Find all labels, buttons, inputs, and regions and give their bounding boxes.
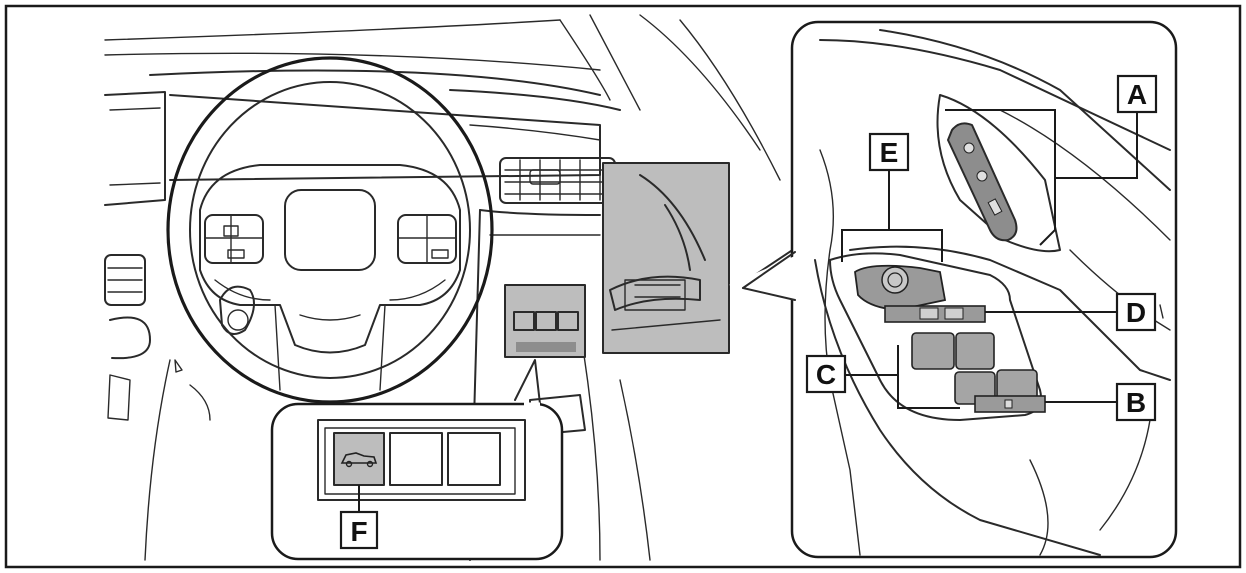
callout-label-a: A (1127, 79, 1147, 110)
door-switch-detail: A E D C B (792, 22, 1176, 557)
callout-label-d: D (1126, 297, 1146, 328)
steering-wheel (168, 58, 492, 402)
inset-f-panel: F (272, 360, 562, 559)
callout-label-c: C (816, 359, 836, 390)
lower-switch-cluster (505, 285, 585, 357)
door-panel-highlight (603, 163, 729, 353)
callout-label-e: E (880, 137, 899, 168)
callout-label-b: B (1126, 387, 1146, 418)
callout-label-f: F (350, 516, 367, 547)
